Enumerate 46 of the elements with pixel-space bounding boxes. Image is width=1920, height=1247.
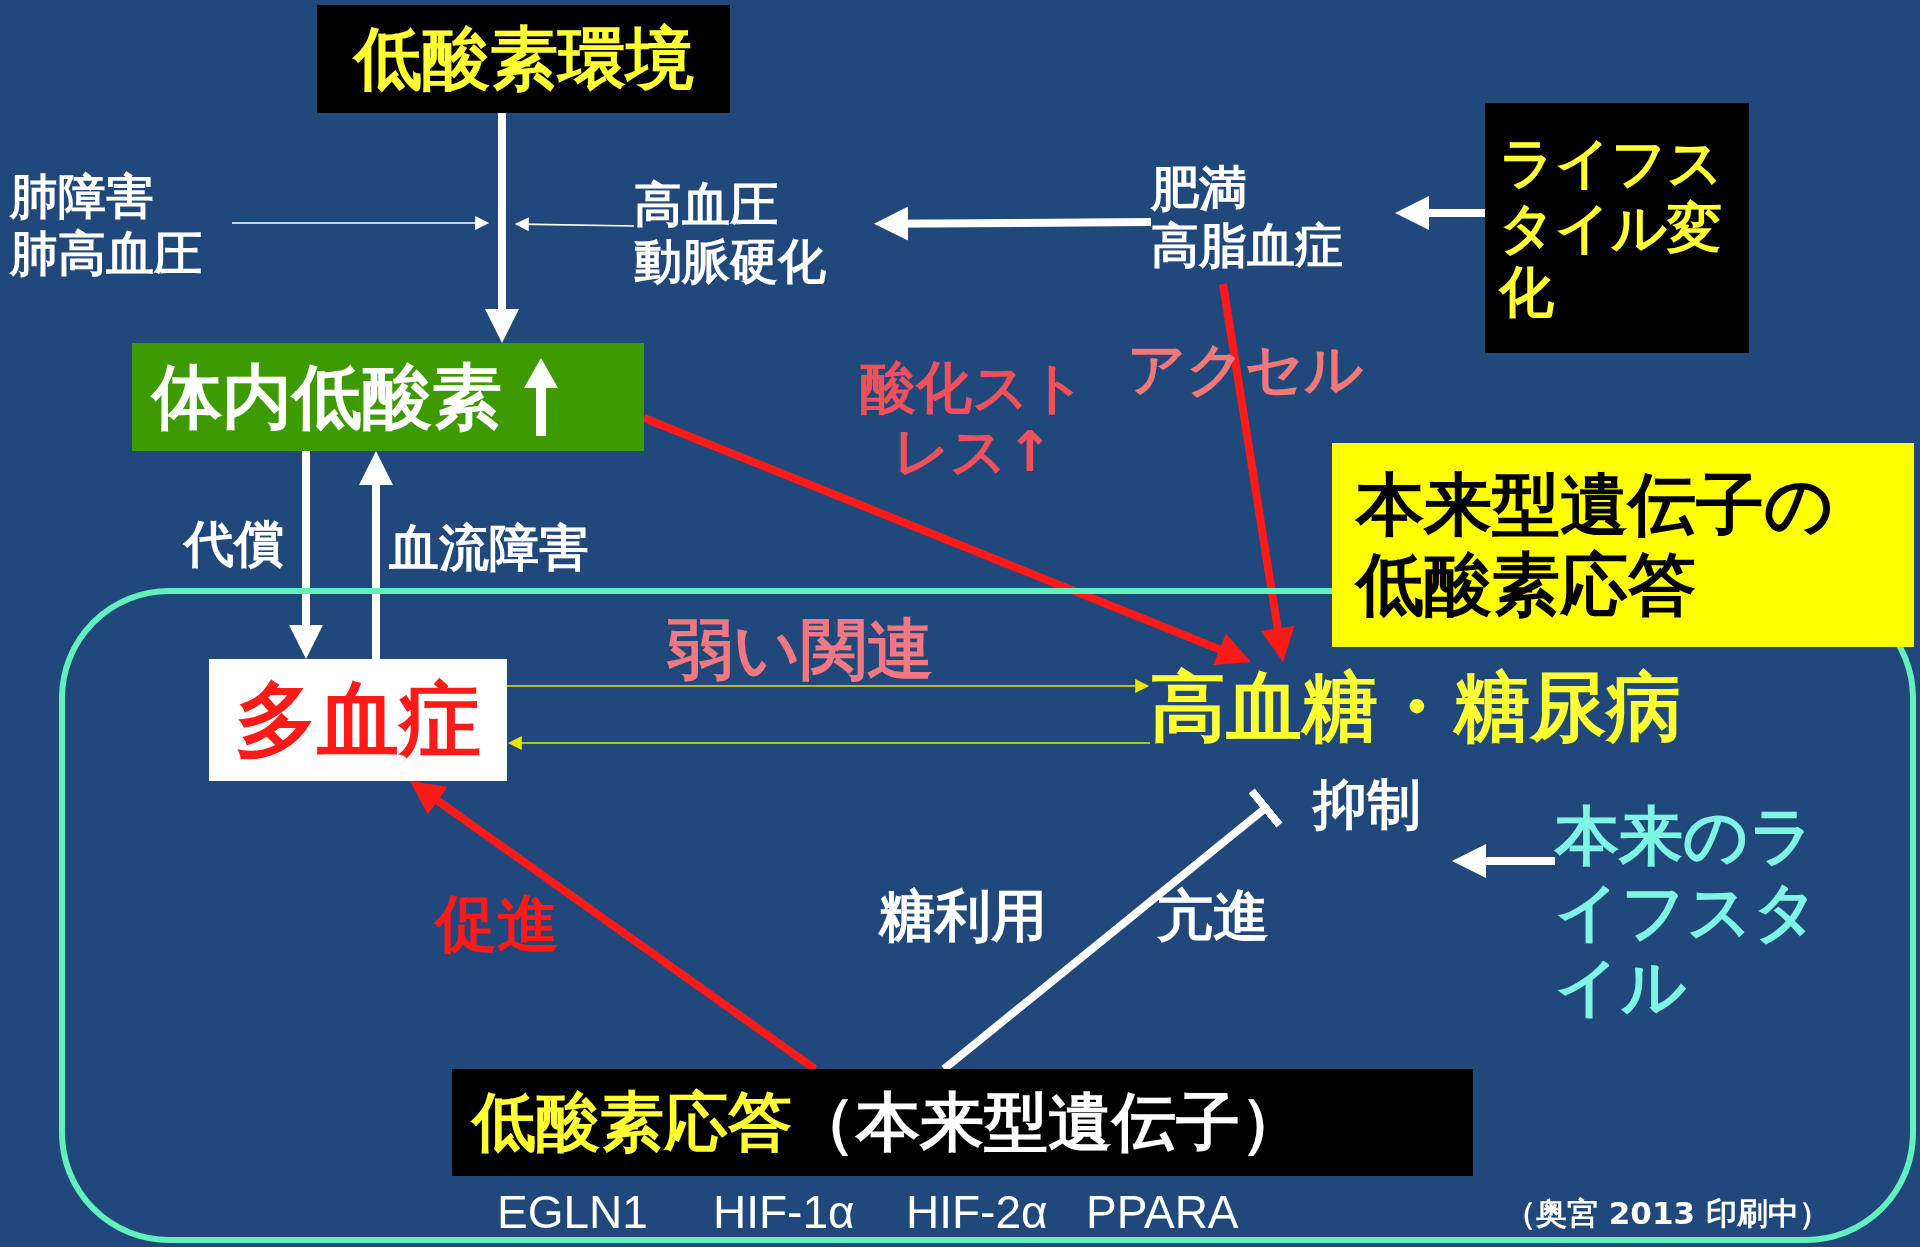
label-box	[1485, 103, 1749, 353]
arrow	[514, 217, 635, 232]
arrow	[359, 451, 393, 659]
arrow	[289, 451, 323, 659]
arrow	[1219, 283, 1295, 662]
label-box	[452, 1069, 1473, 1176]
node-text: 高脂血症	[1151, 217, 1343, 274]
node-text: 肺高血圧	[10, 225, 202, 282]
arrow	[485, 113, 519, 343]
label-box	[209, 659, 507, 781]
gene-name: PPARA	[1086, 1186, 1239, 1239]
node-text: 肺障害	[10, 168, 155, 225]
arrow	[231, 216, 490, 230]
node-text: 多血症	[235, 671, 481, 769]
edge-label: 血流障害	[389, 520, 589, 578]
gene-name: HIF-1α	[713, 1186, 855, 1239]
edge-label: 代償	[184, 516, 284, 574]
node-text: 体内低酸素	[152, 355, 502, 439]
text-label: 糖利用	[879, 884, 1047, 949]
edge-label: アクセル	[1127, 336, 1363, 403]
node-text: 低酸素応答	[472, 1085, 792, 1159]
title-box	[317, 5, 730, 113]
node-text: 高血圧	[634, 176, 779, 233]
node-text: 本来のライフスタイル	[1555, 799, 1820, 1026]
edge-label: 酸化ストレス↑	[859, 356, 1087, 485]
label-box	[1332, 443, 1914, 647]
edge-label: 抑制	[1313, 774, 1421, 837]
arrow	[642, 414, 1251, 666]
arrow	[507, 736, 1151, 750]
edge-label: 促進	[435, 888, 559, 960]
arrow	[874, 206, 1152, 241]
citation-note: （奥宮 2013 印刷中）	[1505, 1196, 1830, 1232]
label-box	[132, 343, 644, 451]
gene-name: HIF-2α	[906, 1186, 1048, 1239]
node-text: （本来型遺伝子）	[792, 1085, 1304, 1159]
arrow	[506, 679, 1150, 693]
node-text: 本来型遺伝子の低酸素応答	[1356, 464, 1835, 626]
node-text: ライフスタイル変化	[1499, 130, 1724, 326]
node-text: 高血糖・糖尿病	[1150, 662, 1682, 752]
node-text: 肥満	[1151, 160, 1248, 217]
arrow	[1395, 196, 1485, 230]
edge-label: 弱い関連	[667, 612, 933, 688]
text-label: 亢進	[1157, 884, 1269, 949]
node-text: 動脈硬化	[634, 233, 826, 290]
gene-name: EGLN1	[497, 1186, 648, 1239]
node-text: 低酸素環境	[353, 18, 694, 100]
